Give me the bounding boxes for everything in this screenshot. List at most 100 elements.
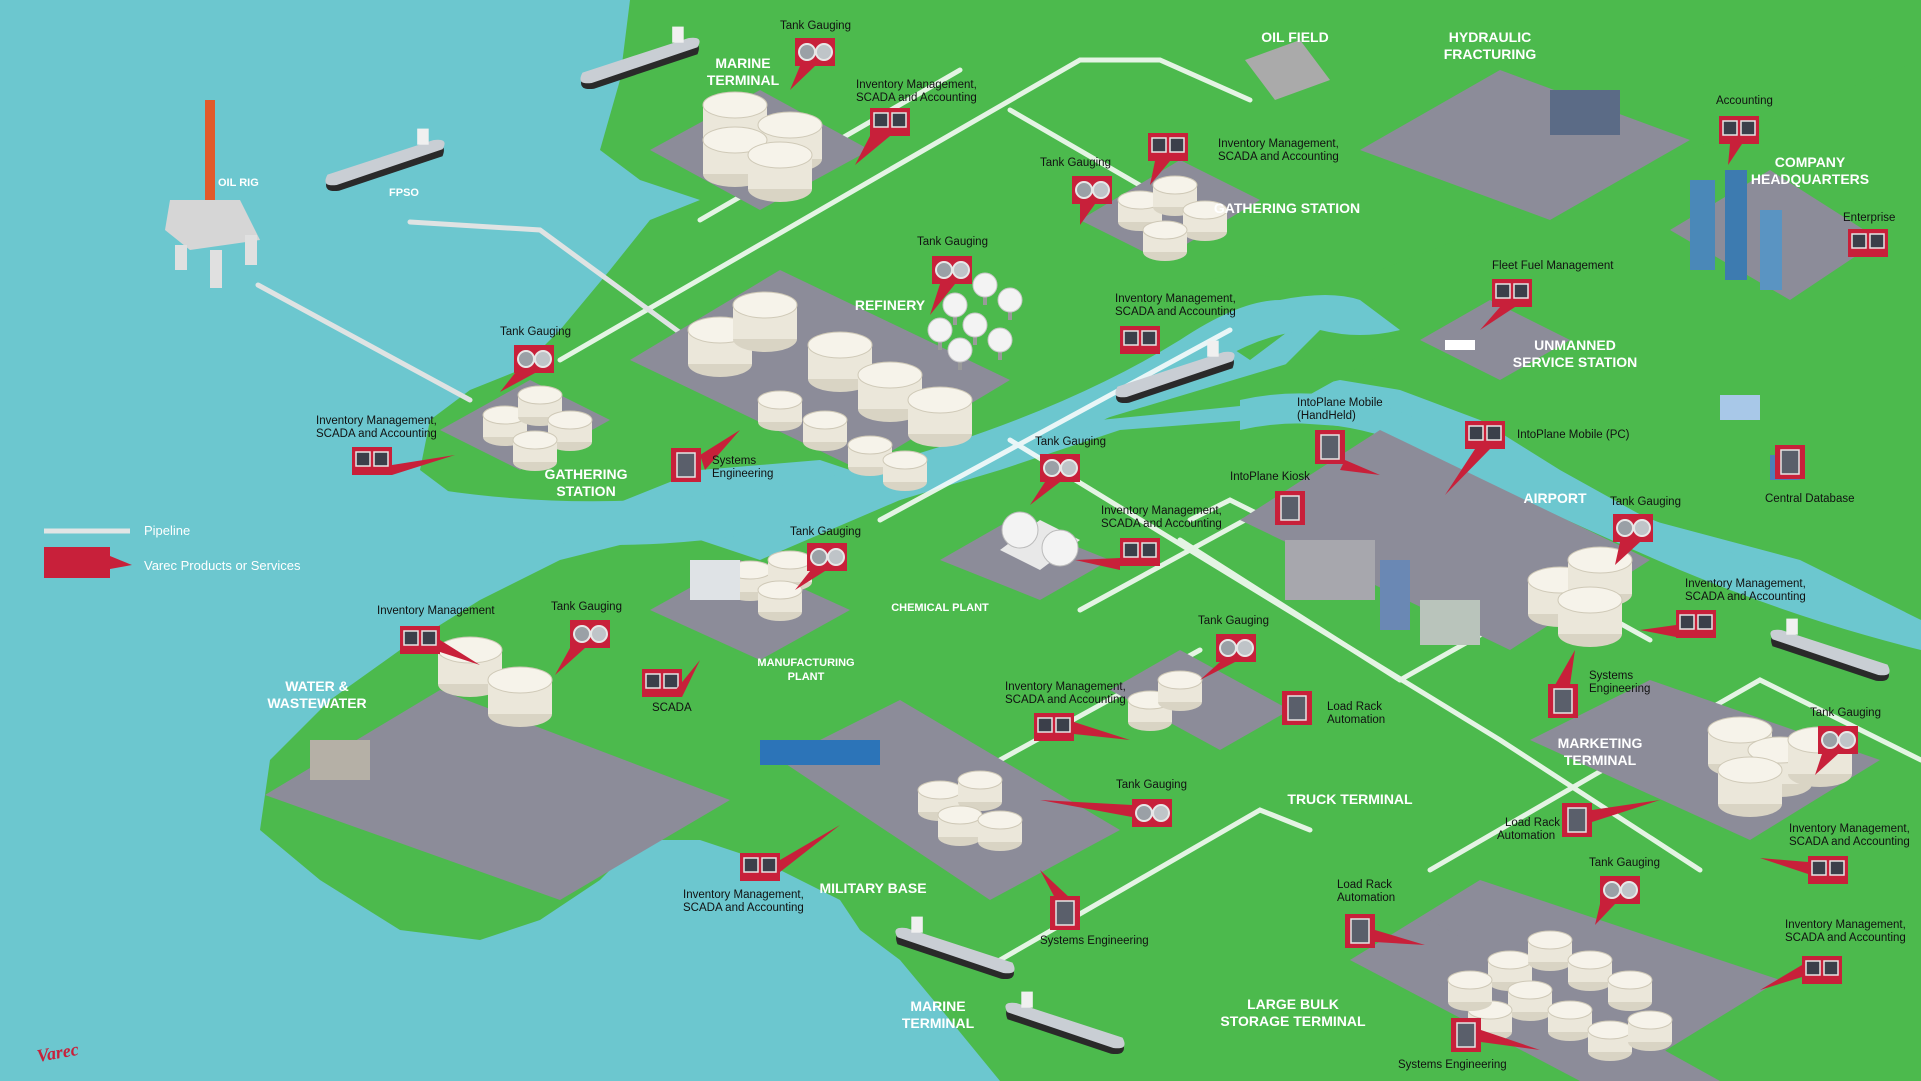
callout-tank-gauging: Tank Gauging xyxy=(1040,157,1111,169)
callout-inv-l2: SCADA and Accounting xyxy=(1115,306,1236,318)
site-unmanned-service-station-l1: UNMANNED xyxy=(1534,337,1616,353)
site-military-base: MILITARY BASE xyxy=(819,880,926,896)
callout-inv-l1: Inventory Management, xyxy=(1005,681,1126,693)
site-company-hq-l1: COMPANY xyxy=(1775,154,1846,170)
load-rack-icon xyxy=(1281,690,1313,726)
site-manufacturing-plant-l2: PLANT xyxy=(788,671,825,683)
callout-inv-l2: SCADA and Accounting xyxy=(1685,591,1806,603)
legend-products-swatch xyxy=(44,547,132,578)
tank-gauging-icon xyxy=(569,619,611,649)
callout-inv-l2: SCADA and Accounting xyxy=(1218,151,1339,163)
inventory-scada-icon xyxy=(1119,325,1161,355)
tank-gauging-icon xyxy=(513,344,555,374)
callout-inv-l1: Inventory Management, xyxy=(1785,919,1906,931)
site-oil-field: OIL FIELD xyxy=(1261,29,1328,45)
callout-intoplane-kiosk: IntoPlane Kiosk xyxy=(1230,471,1310,483)
load-rack-icon xyxy=(1561,802,1593,838)
callout-inv-l2: SCADA and Accounting xyxy=(683,902,804,914)
fleet-fuel-icon xyxy=(1491,278,1533,308)
inventory-scada-icon xyxy=(869,107,911,137)
legend-pipeline-label: Pipeline xyxy=(144,523,190,538)
callout-inv-l2: SCADA and Accounting xyxy=(1789,836,1910,848)
callout-se-l2: Engineering xyxy=(1589,683,1650,695)
callout-load-rack-l2: Automation xyxy=(1497,830,1555,842)
inventory-scada-icon xyxy=(1675,609,1717,639)
site-marine-terminal-top-l1: MARINE xyxy=(715,55,770,71)
callout-se-l1: Systems xyxy=(712,455,756,467)
inventory-scada-icon xyxy=(739,852,781,882)
callout-intoplane-handheld-l1: IntoPlane Mobile xyxy=(1297,397,1383,409)
callout-tank-gauging: Tank Gauging xyxy=(1810,707,1881,719)
callout-tank-gauging: Tank Gauging xyxy=(1198,615,1269,627)
site-company-hq-l2: HEADQUARTERS xyxy=(1751,171,1869,187)
callout-tank-gauging: Tank Gauging xyxy=(551,601,622,613)
callout-inv-l1: Inventory Management, xyxy=(856,79,977,91)
tank-gauging-icon xyxy=(1131,798,1173,828)
callout-tank-gauging: Tank Gauging xyxy=(780,20,851,32)
site-marine-terminal-bottom-l1: MARINE xyxy=(910,998,965,1014)
intoplane-kiosk-icon xyxy=(1274,490,1306,526)
inventory-management-icon xyxy=(399,625,441,655)
buildings xyxy=(310,40,1800,780)
site-airport: AIRPORT xyxy=(1524,490,1587,506)
inventory-scada-icon xyxy=(1033,712,1075,742)
callout-inv-l1: Inventory Management, xyxy=(316,415,437,427)
tank-gauging-icon xyxy=(1599,875,1641,905)
systems-engineering-icon xyxy=(670,447,702,483)
callout-tank-gauging: Tank Gauging xyxy=(1589,857,1660,869)
callout-se-l1: Systems xyxy=(1589,670,1633,682)
tank-gauging-icon xyxy=(931,255,973,285)
callout-inv-l2: SCADA and Accounting xyxy=(1005,694,1126,706)
systems-engineering-icon xyxy=(1450,1017,1482,1053)
site-large-bulk-storage-l2: STORAGE TERMINAL xyxy=(1220,1013,1366,1029)
site-hydraulic-fracturing-l1: HYDRAULIC xyxy=(1449,29,1531,45)
tank-gauging-icon xyxy=(1817,725,1859,755)
callout-inv-l1: Inventory Management, xyxy=(1115,293,1236,305)
callout-tank-gauging: Tank Gauging xyxy=(917,236,988,248)
site-manufacturing-plant-l1: MANUFACTURING xyxy=(757,657,854,669)
intoplane-handheld-icon xyxy=(1314,429,1346,465)
inventory-scada-icon xyxy=(1801,955,1843,985)
enterprise-icon xyxy=(1847,228,1889,258)
site-gathering-station-left-l2: STATION xyxy=(556,483,615,499)
callout-intoplane-pc: IntoPlane Mobile (PC) xyxy=(1517,429,1630,441)
callout-inv-l1: Inventory Management, xyxy=(683,889,804,901)
site-marine-terminal-top-l2: TERMINAL xyxy=(707,72,780,88)
accounting-icon xyxy=(1718,115,1760,145)
callout-fleet-fuel: Fleet Fuel Management xyxy=(1492,260,1614,272)
inventory-scada-icon xyxy=(1807,855,1849,885)
inventory-scada-icon xyxy=(351,446,393,476)
tank-gauging-icon xyxy=(1039,453,1081,483)
site-water-wastewater-l1: WATER & xyxy=(285,678,349,694)
callout-intoplane-handheld-l2: (HandHeld) xyxy=(1297,410,1356,422)
callout-tank-gauging: Tank Gauging xyxy=(1116,779,1187,791)
site-oil-rig: OIL RIG xyxy=(218,177,259,189)
callout-se-1line: Systems Engineering xyxy=(1040,935,1149,947)
callout-central-database: Central Database xyxy=(1765,493,1855,505)
legend: Pipeline Varec Products or Services xyxy=(44,523,301,578)
callout-se-l2: Engineering xyxy=(712,468,773,480)
site-large-bulk-storage-l1: LARGE BULK xyxy=(1247,996,1339,1012)
callout-enterprise: Enterprise xyxy=(1843,212,1895,224)
site-labels: OIL RIG FPSO MARINE TERMINAL OIL FIELD H… xyxy=(218,29,1869,1031)
callout-inv-l2: SCADA and Accounting xyxy=(1101,518,1222,530)
callout-load-rack-l1: Load Rack xyxy=(1505,817,1560,829)
callout-inv-l2: SCADA and Accounting xyxy=(856,92,977,104)
site-hydraulic-fracturing-l2: FRACTURING xyxy=(1444,46,1537,62)
site-truck-terminal: TRUCK TERMINAL xyxy=(1287,791,1413,807)
site-marketing-terminal-l1: MARKETING xyxy=(1558,735,1643,751)
callout-inv-l1: Inventory Management, xyxy=(1101,505,1222,517)
load-rack-icon xyxy=(1344,913,1376,949)
site-gathering-station-right: GATHERING STATION xyxy=(1214,200,1360,216)
intoplane-pc-icon xyxy=(1464,420,1506,450)
callout-se-space: Systems Engineering xyxy=(1398,1059,1507,1071)
callout-accounting: Accounting xyxy=(1716,95,1773,107)
site-marine-terminal-bottom-l2: TERMINAL xyxy=(902,1015,975,1031)
callout-inv-l2: SCADA and Accounting xyxy=(1785,932,1906,944)
callout-load-rack-l2: Automation xyxy=(1327,714,1385,726)
pipeline-lines xyxy=(255,219,693,403)
callout-load-rack-l1: Load Rack xyxy=(1327,701,1382,713)
callout-scada: SCADA xyxy=(652,702,692,714)
inventory-scada-icon xyxy=(1119,537,1161,567)
